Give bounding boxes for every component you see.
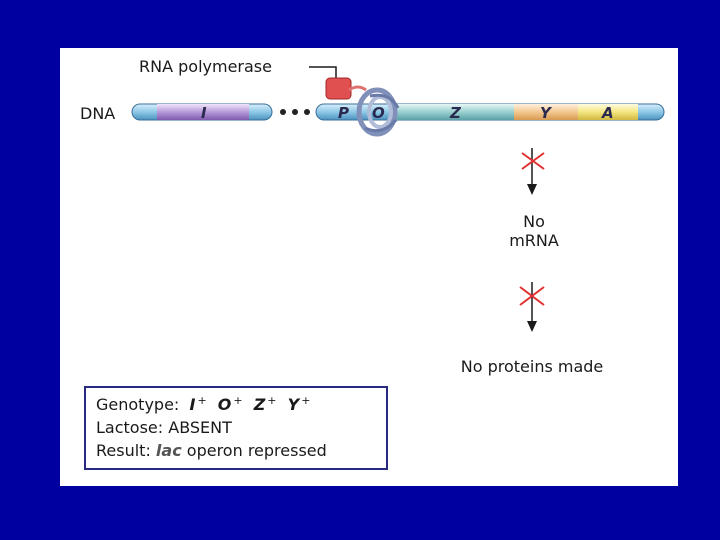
block-x-icon <box>522 153 544 169</box>
no-mrna-line2: mRNA <box>509 231 559 250</box>
no-proteins-label: No proteins made <box>461 357 604 376</box>
z-gene-label: Z <box>449 104 462 122</box>
genotype-row: Genotype: I+ O+ Z+ Y+ <box>96 393 378 416</box>
i-gene-label: I <box>201 104 207 122</box>
genotype-y: Y+ <box>288 395 317 414</box>
no-mrna-line1: No <box>523 212 545 231</box>
a-gene-label: A <box>601 104 614 122</box>
result-label: Result: <box>96 441 151 460</box>
blocked-arrow-translation <box>527 282 537 332</box>
rna-polymerase-shape <box>326 78 366 99</box>
dna-label: DNA <box>80 104 115 123</box>
genotype-info-box: Genotype: I+ O+ Z+ Y+ Lactose: ABSENT Re… <box>84 386 388 470</box>
blocked-arrow-transcription <box>527 148 537 195</box>
result-text: operon repressed <box>187 441 327 460</box>
genotype-i: I+ <box>184 395 212 414</box>
dna-segment-left: I <box>132 104 272 122</box>
result-lac: lac <box>156 441 182 460</box>
rna-polymerase-label: RNA polymerase <box>139 57 272 76</box>
p-label: P <box>338 104 349 122</box>
lactose-value: ABSENT <box>168 418 232 437</box>
o-label: O <box>372 104 385 122</box>
lactose-row: Lactose: ABSENT <box>96 416 378 439</box>
lactose-label: Lactose: <box>96 418 163 437</box>
genotype-o: O+ <box>218 395 249 414</box>
result-row: Result: lac operon repressed <box>96 439 378 462</box>
dna-gap-dots <box>280 109 310 115</box>
genotype-z: Z+ <box>254 395 283 414</box>
genotype-label: Genotype: <box>96 395 179 414</box>
